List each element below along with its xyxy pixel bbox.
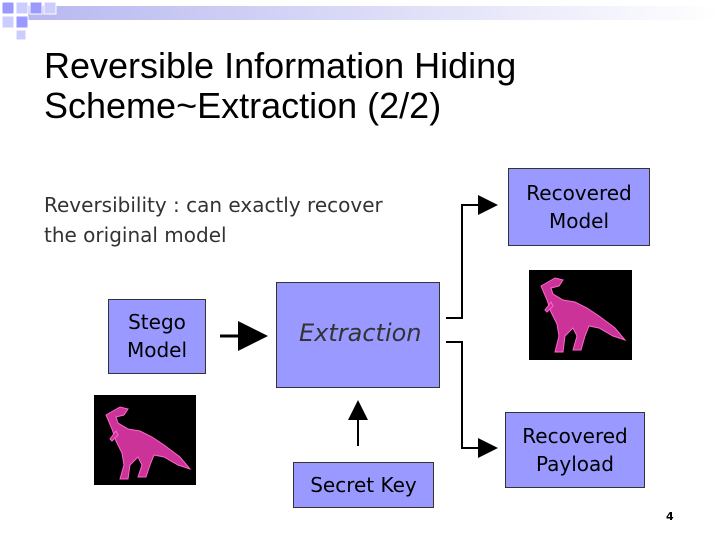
- reversibility-note: Reversibility : can exactly recover the …: [44, 190, 424, 250]
- arrow-to-recovered-payload: [446, 341, 498, 458]
- stego-dinosaur-image: [94, 395, 196, 485]
- dinosaur-icon: [540, 277, 627, 353]
- recovered-payload-label-1: Recovered: [522, 424, 628, 448]
- secret-key-box: Secret Key: [293, 462, 434, 508]
- recovered-model-box: Recovered Model: [508, 168, 650, 246]
- dinosaur-icon: [105, 406, 192, 480]
- secret-key-label: Secret Key: [310, 473, 417, 497]
- recovered-model-label-2: Model: [548, 209, 610, 233]
- title-line-1: Reversible Information Hiding: [44, 45, 517, 86]
- recovered-model-label-1: Recovered: [526, 181, 632, 205]
- arrow-to-recovered-model: [446, 195, 498, 319]
- extraction-box: Extraction: [276, 282, 440, 388]
- recovered-payload-box: Recovered Payload: [505, 412, 645, 488]
- title-line-2: Scheme~Extraction (2/2): [44, 85, 442, 126]
- note-line-1: Reversibility : can exactly recover: [44, 193, 383, 217]
- stego-model-box: Stego Model: [108, 299, 206, 374]
- page-number: 4: [666, 510, 674, 523]
- stego-label-2: Model: [126, 338, 188, 362]
- recovered-payload-label-2: Payload: [536, 452, 614, 476]
- recovered-dinosaur-image: [529, 270, 632, 360]
- corner-decoration: [1, 1, 720, 40]
- stego-label-1: Stego: [128, 310, 186, 334]
- extraction-label: Extraction: [299, 319, 422, 347]
- slide-title: Reversible Information Hiding Scheme~Ext…: [44, 46, 684, 126]
- note-line-2: the original model: [44, 223, 227, 247]
